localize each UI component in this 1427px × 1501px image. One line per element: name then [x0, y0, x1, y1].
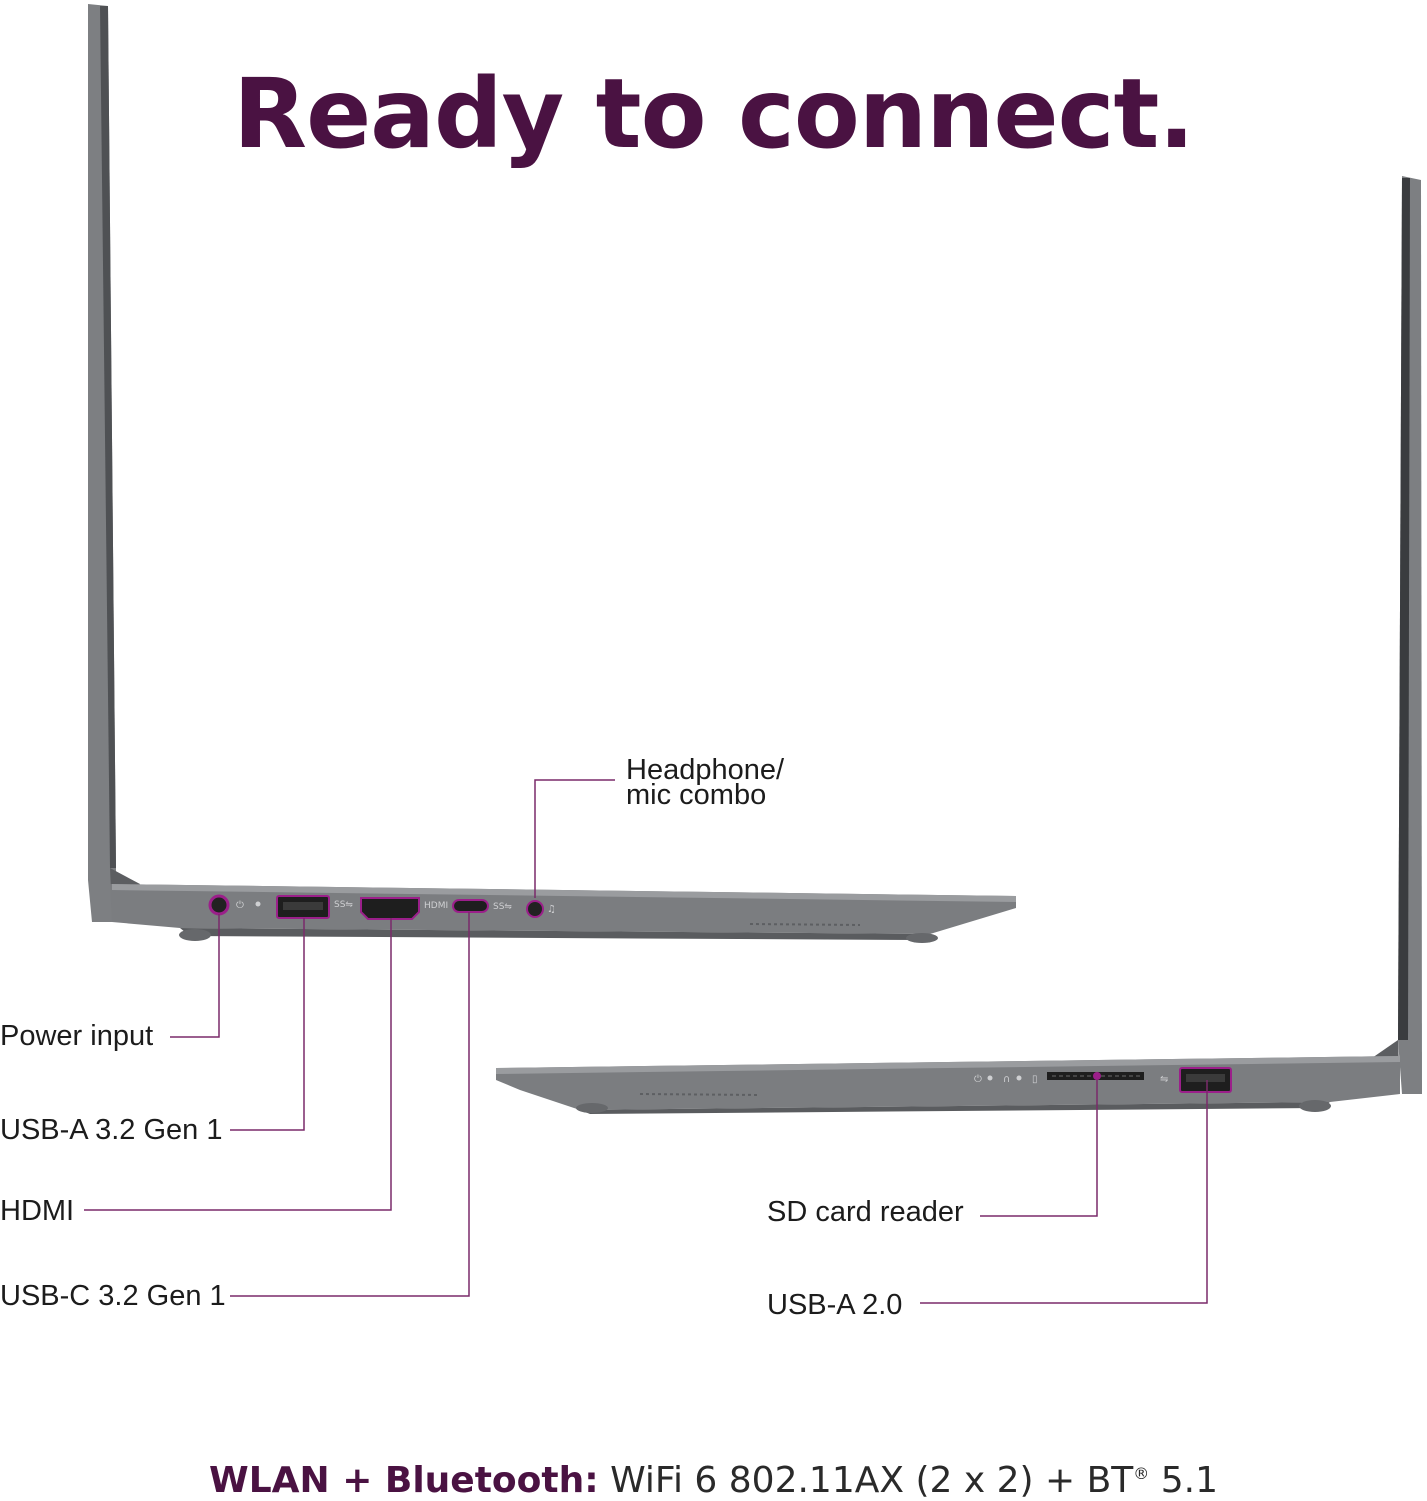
leader-usb-a-20 [920, 1080, 1208, 1304]
audio-jack-icon [526, 900, 544, 918]
hdmi-port-icon [360, 897, 420, 920]
leader-headphone [534, 779, 615, 898]
power-input-label: Power input [0, 1020, 154, 1052]
svg-text:▯: ▯ [1032, 1074, 1038, 1085]
svg-text:♫: ♫ [547, 904, 556, 915]
svg-text:SS⇋: SS⇋ [493, 902, 512, 912]
svg-text:⏻: ⏻ [236, 900, 244, 911]
hdmi-port-text: HDMI [424, 901, 448, 911]
leader-power [170, 914, 220, 1038]
svg-text:⇋: ⇋ [1160, 1074, 1168, 1085]
right-laptop: ⏻ ∩ ▯ ⇋ [496, 176, 1422, 1114]
left-laptop: ⏻ SS⇋ HDMI SS⇋ ♫ [88, 4, 1016, 943]
footer-key: WLAN + Bluetooth: [209, 1460, 599, 1501]
headphone-label-line2: mic combo [626, 779, 767, 811]
headphone-label: Headphone/ mic combo [626, 754, 785, 811]
footer-value-a: WiFi 6 802.11AX (2 x 2) + BT [598, 1460, 1134, 1501]
leader-hdmi [84, 918, 392, 1211]
svg-text:SS⇋: SS⇋ [334, 900, 353, 910]
hdmi-label: HDMI [0, 1195, 75, 1227]
footer-value-b: 5.1 [1149, 1460, 1218, 1501]
usb-a-20-label: USB-A 2.0 [767, 1289, 903, 1321]
svg-text:⏻: ⏻ [974, 1074, 982, 1085]
leader-sd [980, 1080, 1098, 1217]
svg-text:∩: ∩ [1003, 1074, 1010, 1085]
leader-lines [84, 779, 1208, 1304]
usb-c-32-label: USB-C 3.2 Gen 1 [0, 1280, 226, 1312]
power-port-icon [208, 894, 230, 916]
registered-mark: ® [1133, 1464, 1150, 1483]
headphone-label-line1: Headphone/ [626, 754, 785, 786]
sd-card-reader-label: SD card reader [767, 1196, 964, 1228]
leader-usb-a-32 [230, 918, 305, 1131]
headline: Ready to connect. [233, 58, 1195, 170]
connectivity-footer: WLAN + Bluetooth: WiFi 6 802.11AX (2 x 2… [0, 1460, 1427, 1501]
usb-a-32-label: USB-A 3.2 Gen 1 [0, 1114, 223, 1146]
usb-c-port-icon [452, 899, 489, 913]
leader-usb-c-32 [230, 912, 470, 1297]
